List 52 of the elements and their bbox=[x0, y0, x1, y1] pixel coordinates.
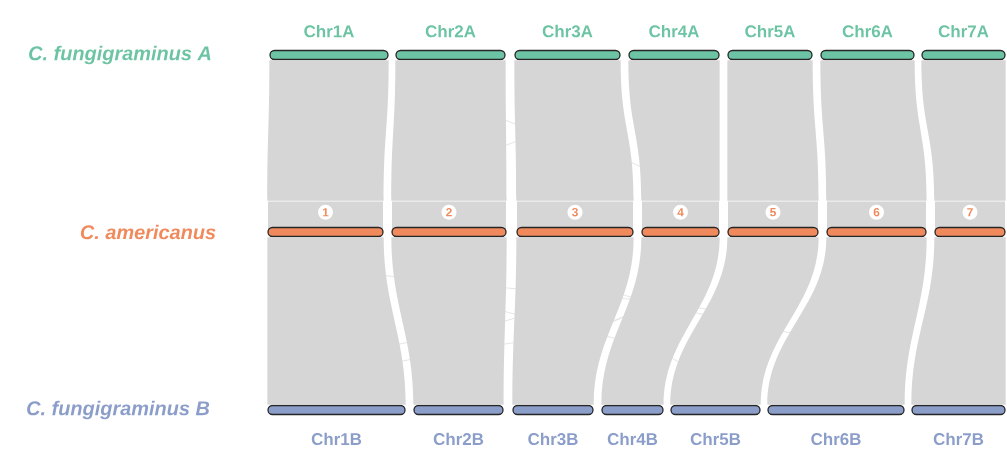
chromosome-bar: Chr4A bbox=[628, 24, 720, 61]
synteny-ribbon bbox=[911, 237, 1006, 405]
chromosome-bar: Chr2B bbox=[413, 404, 504, 446]
node-label: Chr2A bbox=[425, 24, 476, 38]
chromosome-bar: 6 bbox=[826, 204, 927, 238]
chromosome-bar: Chr3A bbox=[514, 24, 621, 61]
chromosome-bar: Chr6A bbox=[820, 24, 915, 61]
species-label: C. fungigraminus A bbox=[29, 45, 211, 65]
chromosome-bar: 7 bbox=[934, 204, 1006, 238]
synteny-ribbon bbox=[670, 237, 819, 405]
chromosome-bar: Chr7A bbox=[921, 24, 1006, 61]
synteny-ribbon bbox=[727, 60, 819, 201]
synteny-ribbon bbox=[267, 60, 389, 201]
synteny-ribbon bbox=[601, 237, 720, 405]
chromosome-bar: Chr4B bbox=[601, 404, 664, 446]
synteny-ribbon bbox=[267, 237, 406, 405]
node-label: Chr1A bbox=[304, 24, 354, 38]
node-label: Chr5B bbox=[690, 432, 741, 446]
node-label: Chr7A bbox=[938, 24, 989, 38]
chromosome-bar: Chr6B bbox=[767, 404, 905, 446]
species-label: C. fungigraminus B bbox=[27, 400, 210, 420]
node-label: Chr1B bbox=[311, 432, 362, 446]
chromosome-bar: 4 bbox=[641, 204, 720, 238]
chromosome-bar: Chr1B bbox=[267, 404, 406, 446]
synteny-ribbon bbox=[512, 237, 634, 405]
node-label: Chr4A bbox=[649, 24, 699, 38]
chromosome-bar: Chr7B bbox=[911, 404, 1006, 446]
synteny-ribbon bbox=[628, 60, 720, 201]
synteny-ribbon bbox=[921, 60, 1006, 201]
chromosome-bar: Chr5B bbox=[670, 404, 761, 446]
node-label: Chr2B bbox=[433, 432, 484, 446]
chromosome-bar: 5 bbox=[727, 204, 819, 238]
chromosome-bar: Chr3B bbox=[512, 404, 594, 446]
chromosome-bar: Chr5A bbox=[727, 24, 813, 61]
synteny-ribbon bbox=[391, 60, 507, 201]
node-label: Chr6B bbox=[811, 432, 861, 446]
node-label: Chr4B bbox=[607, 432, 658, 446]
node-label: Chr3B bbox=[528, 432, 578, 446]
chromosome-bar: 2 bbox=[391, 204, 507, 238]
node-label: Chr7B bbox=[933, 432, 984, 446]
node-label: Chr6A bbox=[842, 24, 893, 38]
synteny-ribbon bbox=[514, 60, 634, 201]
node-label: Chr3A bbox=[542, 24, 593, 38]
synteny-ribbon bbox=[820, 60, 927, 201]
chromosome-bar: 1 bbox=[267, 204, 384, 238]
synteny-ribbon bbox=[391, 237, 507, 405]
node-label: Chr5A bbox=[745, 24, 795, 38]
chromosome-bar: Chr1A bbox=[269, 24, 389, 61]
synteny-ribbon bbox=[767, 237, 927, 405]
chromosome-bar: Chr2A bbox=[395, 24, 506, 61]
chromosome-bar: 3 bbox=[516, 204, 634, 238]
species-label: C. americanus bbox=[80, 224, 216, 240]
